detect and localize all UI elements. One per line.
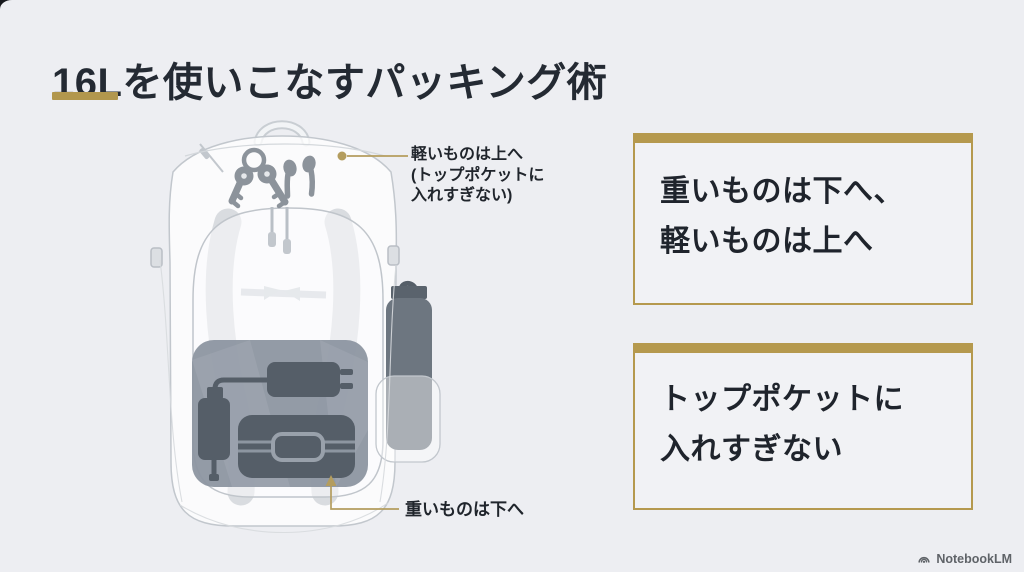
annotation-heavy-items: 重いものは下へ xyxy=(405,499,524,521)
callout-line: トップポケットに xyxy=(660,383,904,416)
top-seam xyxy=(184,143,386,157)
handle xyxy=(253,120,311,147)
page-title: 16Lを使いこなすパッキング術 xyxy=(52,60,608,105)
callout-line: 入れすぎない xyxy=(660,433,843,466)
backpack-illustration xyxy=(140,110,470,560)
annotation-line: 重いものは下へ xyxy=(405,500,524,519)
top-zipper xyxy=(199,143,224,173)
annotation-line: 軽いものは上へ xyxy=(411,146,524,163)
callout-line: 重いものは下へ、 xyxy=(660,175,904,208)
callout-line: 軽いものは上へ xyxy=(660,225,874,258)
corner-artifact xyxy=(0,0,12,9)
earbuds-icon xyxy=(283,155,316,199)
title-underline xyxy=(52,92,118,100)
footer-brand-label: NotebookLM xyxy=(936,552,1012,566)
keys-icon xyxy=(228,147,289,209)
annotation-light-items: 軽いものは上へ (トップポケットに 入れすぎない) xyxy=(411,145,544,207)
water-bottle-icon xyxy=(386,280,432,450)
front-zippers xyxy=(268,207,291,254)
notebooklm-logo-icon xyxy=(918,556,930,563)
power-bank-icon xyxy=(198,387,230,481)
compression-tabs xyxy=(150,245,400,268)
callout-box-weight-rule: 重いものは下へ、 軽いものは上へ xyxy=(633,133,973,305)
leader-line-bottom xyxy=(325,475,399,510)
callout-box-top-pocket-rule: トップポケットに 入れすぎない xyxy=(633,343,973,510)
annotation-line: 入れすぎない) xyxy=(411,187,513,204)
side-pocket xyxy=(375,375,441,463)
lunchbox-icon xyxy=(238,415,355,478)
annotation-line: (トップポケットに xyxy=(411,166,545,184)
fold-lines xyxy=(159,259,397,534)
footer-brand: NotebookLM xyxy=(917,552,1012,566)
leader-line-top xyxy=(337,151,408,161)
